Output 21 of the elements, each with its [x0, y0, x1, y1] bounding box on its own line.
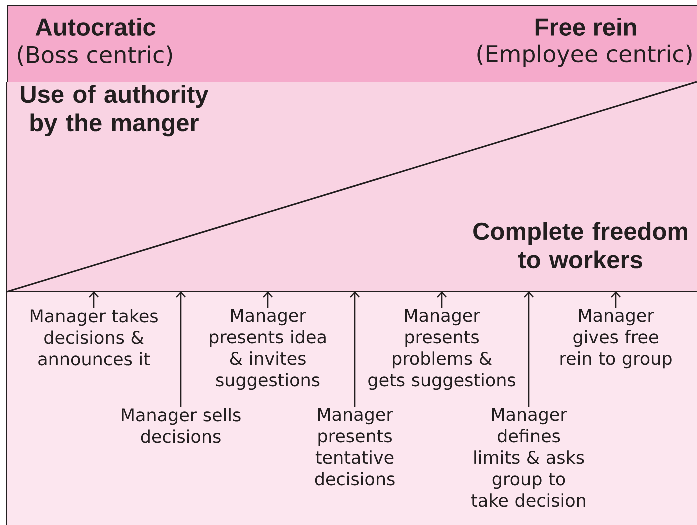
header-text: (Boss centric) [18, 46, 172, 66]
arrow [263, 292, 273, 308]
arrow [350, 292, 360, 407]
arrow [611, 292, 621, 308]
step-text: Manager gives free rein to group [560, 309, 672, 369]
step-text: Manager presents idea & invites suggestions [210, 309, 326, 390]
arrow [524, 292, 534, 407]
arrow [437, 292, 447, 308]
band-heading: Use of authority by the manger [21, 85, 209, 137]
header-text: Free rein [536, 18, 636, 36]
header-band [7, 5, 697, 83]
arrow [176, 292, 186, 407]
arrow [89, 292, 99, 308]
step-text: Manager defines limits & asks group to take decision [472, 408, 586, 508]
step-text: Manager takes decisions & announces it [30, 309, 158, 366]
step-text: Manager sells decisions [122, 408, 241, 444]
step-text: Manager presents tentative decisions [315, 408, 395, 486]
header-text: Autocratic [36, 18, 156, 36]
band-heading: Complete freedom to workers [474, 222, 688, 269]
header-text: (Employee centric) [478, 44, 692, 68]
step-text: Manager presents problems & gets suggestions [368, 309, 516, 390]
